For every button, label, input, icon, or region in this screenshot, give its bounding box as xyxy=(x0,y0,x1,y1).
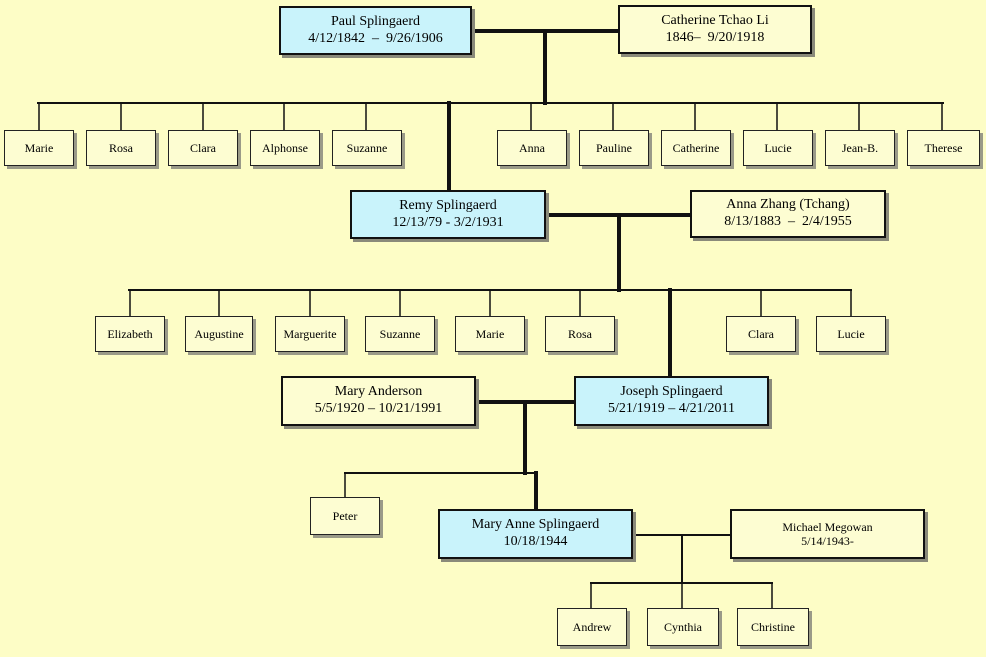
person-dates: 4/12/1842 – 9/26/1906 xyxy=(308,30,443,46)
child-marguerite: Marguerite xyxy=(275,316,345,352)
child-lucie-gen1: Lucie xyxy=(743,130,813,166)
person-name: Joseph Splingaerd xyxy=(620,384,723,400)
child-suzanne-gen2: Suzanne xyxy=(365,316,435,352)
person-dates: 1846– 9/20/1918 xyxy=(665,29,765,45)
child-cynthia: Cynthia xyxy=(647,608,719,646)
child-name: Rosa xyxy=(568,326,592,341)
child-therese: Therese xyxy=(907,130,980,166)
child-name: Pauline xyxy=(596,140,632,155)
child-name: Lucie xyxy=(764,140,792,155)
person-dates: 8/13/1883 – 2/4/1955 xyxy=(724,214,852,229)
child-name: Peter xyxy=(332,508,358,523)
child-name: Rosa xyxy=(109,140,133,155)
child-anna-gen1: Anna xyxy=(497,130,567,166)
child-lucie-gen2: Lucie xyxy=(816,316,886,352)
child-name: Elizabeth xyxy=(107,326,153,341)
child-name: Clara xyxy=(190,140,216,155)
child-name: Suzanne xyxy=(379,326,421,341)
child-name: Anna xyxy=(519,140,545,155)
person-name: Paul Splingaerd xyxy=(330,13,421,29)
person-dates: 5/21/1919 – 4/21/2011 xyxy=(607,401,736,416)
child-name: Augustine xyxy=(194,326,244,341)
child-name: Jean-B. xyxy=(841,140,879,155)
person-joseph-splingaerd: Joseph Splingaerd 5/21/1919 – 4/21/2011 xyxy=(574,376,769,426)
person-name: Mary Anderson xyxy=(334,384,423,400)
child-name: Alphonse xyxy=(262,140,308,155)
child-rosa-gen2: Rosa xyxy=(545,316,615,352)
child-marie-gen1: Marie xyxy=(4,130,74,166)
person-dates: 12/13/79 - 3/2/1931 xyxy=(392,214,504,230)
person-dates: 5/5/1920 – 10/21/1991 xyxy=(314,401,443,416)
child-name: Therese xyxy=(924,140,963,155)
child-name: Christine xyxy=(751,619,795,634)
person-name: Mary Anne Splingaerd xyxy=(471,517,600,533)
person-dates: 10/18/1944 xyxy=(503,534,568,549)
person-paul-splingaerd: Paul Splingaerd 4/12/1842 – 9/26/1906 xyxy=(279,6,472,55)
child-peter: Peter xyxy=(310,497,380,535)
child-pauline: Pauline xyxy=(579,130,649,166)
child-name: Marguerite xyxy=(283,326,337,341)
child-name: Marie xyxy=(475,326,505,341)
person-remy-splingaerd: Remy Splingaerd 12/13/79 - 3/2/1931 xyxy=(350,190,546,239)
person-michael-megowan: Michael Megowan 5/14/1943- xyxy=(730,509,925,559)
person-name: Catherine Tchao Li xyxy=(661,12,769,28)
child-elizabeth: Elizabeth xyxy=(95,316,165,352)
person-catherine-tchao-li: Catherine Tchao Li 1846– 9/20/1918 xyxy=(618,5,812,54)
child-clara-gen2: Clara xyxy=(726,316,796,352)
person-mary-anderson: Mary Anderson 5/5/1920 – 10/21/1991 xyxy=(281,376,476,426)
child-andrew: Andrew xyxy=(557,608,627,646)
child-augustine: Augustine xyxy=(185,316,253,352)
child-alphonse: Alphonse xyxy=(250,130,320,166)
child-name: Cynthia xyxy=(664,619,702,634)
child-marie-gen2: Marie xyxy=(455,316,525,352)
child-name: Clara xyxy=(748,326,774,341)
person-name: Remy Splingaerd xyxy=(399,197,497,213)
child-jean-b: Jean-B. xyxy=(825,130,895,166)
child-name: Catherine xyxy=(672,140,720,155)
person-mary-anne-splingaerd: Mary Anne Splingaerd 10/18/1944 xyxy=(438,509,633,559)
child-name: Andrew xyxy=(572,619,612,634)
person-name: Anna Zhang (Tchang) xyxy=(726,197,850,213)
child-name: Lucie xyxy=(837,326,865,341)
person-anna-zhang: Anna Zhang (Tchang) 8/13/1883 – 2/4/1955 xyxy=(690,190,886,238)
child-catherine-gen1: Catherine xyxy=(661,130,731,166)
child-name: Marie xyxy=(24,140,54,155)
child-suzanne-gen1: Suzanne xyxy=(332,130,402,166)
child-rosa-gen1: Rosa xyxy=(86,130,156,166)
child-name: Suzanne xyxy=(346,140,388,155)
child-clara-gen1: Clara xyxy=(168,130,238,166)
person-name: Michael Megowan xyxy=(782,519,873,534)
child-christine: Christine xyxy=(737,608,809,646)
person-dates: 5/14/1943- xyxy=(801,534,854,548)
